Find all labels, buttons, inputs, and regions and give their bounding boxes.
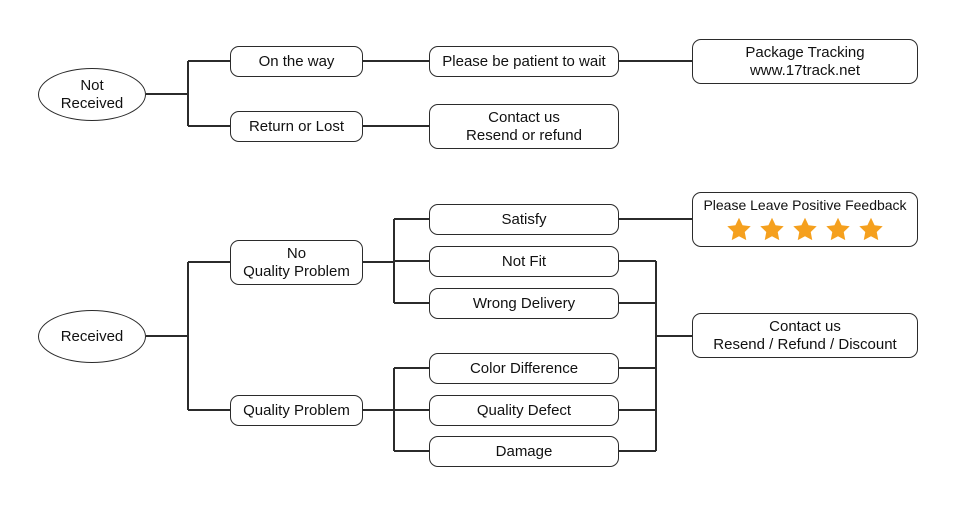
- node-positive-feedback-label: Please Leave Positive Feedback: [703, 196, 907, 213]
- node-satisfy-label: Satisfy: [501, 210, 547, 228]
- star-icon[interactable]: [825, 216, 851, 242]
- node-contact-resend-or-refund-line2: Resend or refund: [466, 126, 582, 144]
- node-no-quality-problem[interactable]: No Quality Problem: [230, 240, 363, 285]
- node-received-label: Received: [60, 327, 124, 345]
- node-please-be-patient-label: Please be patient to wait: [442, 52, 606, 70]
- node-contact-resend-refund-discount[interactable]: Contact us Resend / Refund / Discount: [692, 313, 918, 358]
- node-no-quality-problem-line2: Quality Problem: [243, 262, 350, 280]
- star-icon[interactable]: [726, 216, 752, 242]
- node-not-received-line2: Received: [60, 94, 124, 112]
- node-on-the-way-label: On the way: [258, 52, 335, 70]
- node-quality-problem-label: Quality Problem: [243, 401, 350, 419]
- node-package-tracking[interactable]: Package Tracking www.17track.net: [692, 39, 918, 84]
- star-icon[interactable]: [759, 216, 785, 242]
- node-contact-resend-or-refund[interactable]: Contact us Resend or refund: [429, 104, 619, 149]
- node-quality-defect-label: Quality Defect: [476, 401, 572, 419]
- node-damage-label: Damage: [495, 442, 553, 460]
- node-contact-resend-refund-discount-line2: Resend / Refund / Discount: [713, 335, 897, 353]
- node-package-tracking-line1: Package Tracking: [745, 43, 865, 61]
- node-contact-resend-refund-discount-line1: Contact us: [769, 317, 841, 335]
- node-wrong-delivery[interactable]: Wrong Delivery: [429, 288, 619, 319]
- node-received[interactable]: Received: [38, 310, 146, 363]
- node-positive-feedback[interactable]: Please Leave Positive Feedback: [692, 192, 918, 247]
- node-damage[interactable]: Damage: [429, 436, 619, 467]
- node-color-difference-label: Color Difference: [469, 359, 579, 377]
- node-please-be-patient[interactable]: Please be patient to wait: [429, 46, 619, 77]
- node-contact-resend-or-refund-line1: Contact us: [488, 108, 560, 126]
- node-not-received[interactable]: Not Received: [38, 68, 146, 121]
- node-return-or-lost[interactable]: Return or Lost: [230, 111, 363, 142]
- node-not-fit-label: Not Fit: [501, 252, 547, 270]
- node-no-quality-problem-line1: No: [286, 244, 307, 262]
- star-icon[interactable]: [792, 216, 818, 242]
- node-quality-defect[interactable]: Quality Defect: [429, 395, 619, 426]
- node-on-the-way[interactable]: On the way: [230, 46, 363, 77]
- node-not-fit[interactable]: Not Fit: [429, 246, 619, 277]
- node-satisfy[interactable]: Satisfy: [429, 204, 619, 235]
- node-quality-problem[interactable]: Quality Problem: [230, 395, 363, 426]
- node-package-tracking-line2: www.17track.net: [749, 61, 861, 79]
- star-icon[interactable]: [858, 216, 884, 242]
- rating-stars[interactable]: [726, 216, 884, 242]
- node-return-or-lost-label: Return or Lost: [248, 117, 345, 135]
- node-not-received-line1: Not: [80, 76, 104, 94]
- node-wrong-delivery-label: Wrong Delivery: [472, 294, 576, 312]
- node-color-difference[interactable]: Color Difference: [429, 353, 619, 384]
